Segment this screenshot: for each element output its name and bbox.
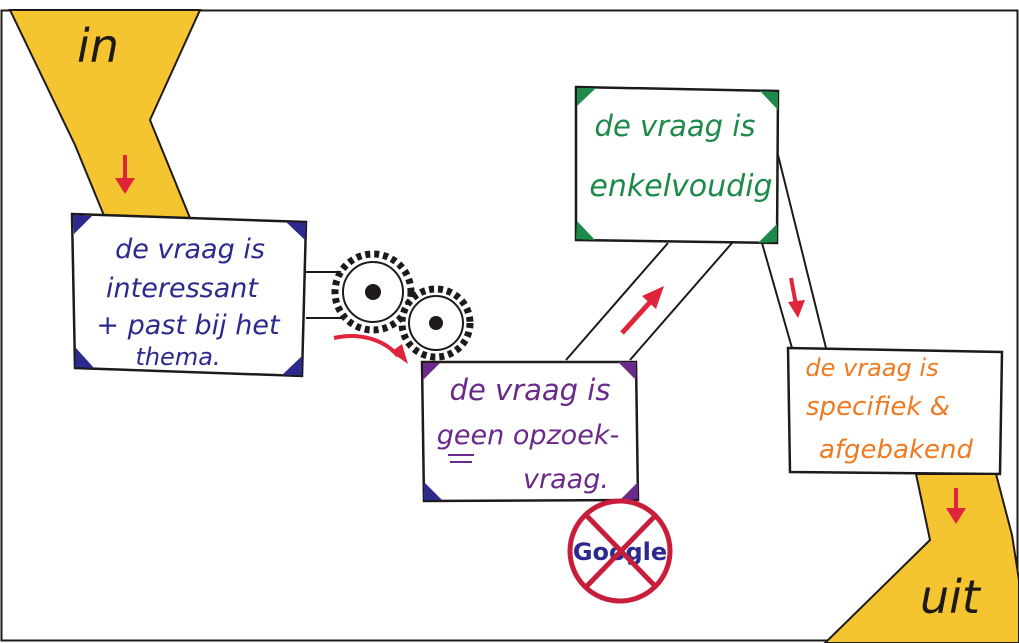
curved-arrow-to-step2 [333,334,408,364]
step1-line-3: + past bij het [96,310,281,341]
channel-step2-step3 [565,242,733,361]
out-funnel [823,473,1019,643]
up-arrow-to-step3 [620,286,664,335]
in-label: in [77,19,119,73]
step2-line-3: vraag. [523,464,609,495]
out-down-arrow [946,488,966,524]
no-google-icon: Google [567,498,673,604]
step4-line-3: afgebakend [819,435,974,465]
step-box-specific: de vraag is specifiek & afgebakend [786,346,1004,476]
out-label: uit [920,570,982,624]
step-box-interesting: de vraag is interessant + past bij het t… [70,212,308,378]
gears-icon [331,250,474,361]
channel-step3-step4 [761,154,827,349]
down-arrow-to-step4 [788,277,805,318]
step2-line-1: de vraag is [450,373,611,407]
step1-line-4: thema. [135,343,220,371]
in-down-arrow [115,155,135,194]
step4-line-1: de vraag is [805,354,938,382]
step-box-single: de vraag is enkelvoudig [574,85,780,245]
step1-line-1: de vraag is [115,234,265,265]
step2-line-2: geen opzoek- [437,420,619,451]
step1-line-2: interessant [106,273,259,304]
step3-line-2: enkelvoudig [589,169,772,204]
step-box-no-lookup: de vraag is geen opzoek- vraag. [420,360,640,503]
frame-border [0,9,1019,642]
step4-line-2: specifiek & [806,392,950,422]
step3-line-1: de vraag is [595,109,756,143]
